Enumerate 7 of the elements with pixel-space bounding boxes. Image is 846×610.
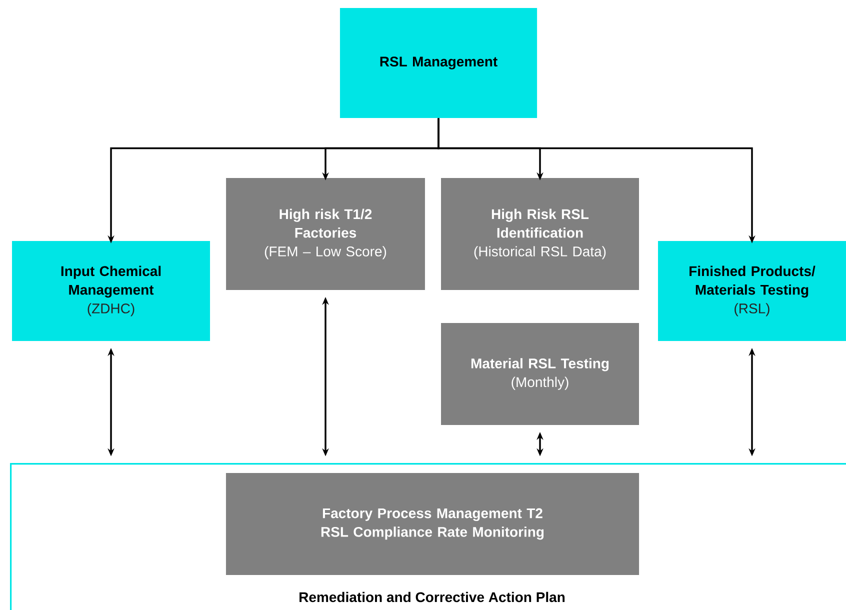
process-box: Material RSL Testing (Monthly) (441, 323, 639, 425)
process-box: Input Chemical Management (ZDHC) (12, 241, 210, 341)
process-box: Finished Products/ Materials Testing (RSL) (658, 241, 846, 341)
process-box: Factory Process Management T2 RSL Compliance Rate Monitoring (226, 473, 640, 575)
process-box: RSL Management (340, 8, 538, 118)
process-box: High risk T1/2 Factories (FEM – Low Score) (226, 178, 425, 290)
process-box: High Risk RSL Identification (Historical RSL Data) (441, 178, 639, 290)
